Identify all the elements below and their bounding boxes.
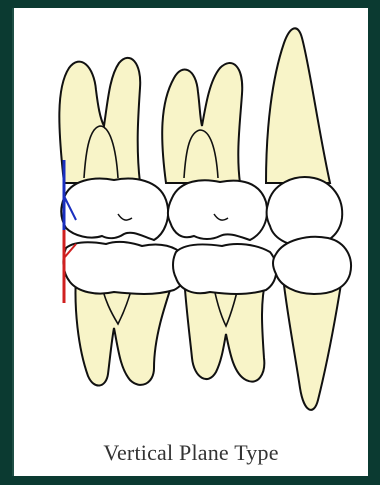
figure-panel: Vertical Plane Type (12, 8, 368, 476)
diagram-caption: Vertical Plane Type (14, 440, 368, 466)
upper-molar-right (162, 63, 242, 183)
upper-molar-left (59, 58, 140, 183)
teeth-diagram (14, 8, 368, 428)
crowns (61, 177, 351, 294)
upper-canine (266, 28, 330, 183)
